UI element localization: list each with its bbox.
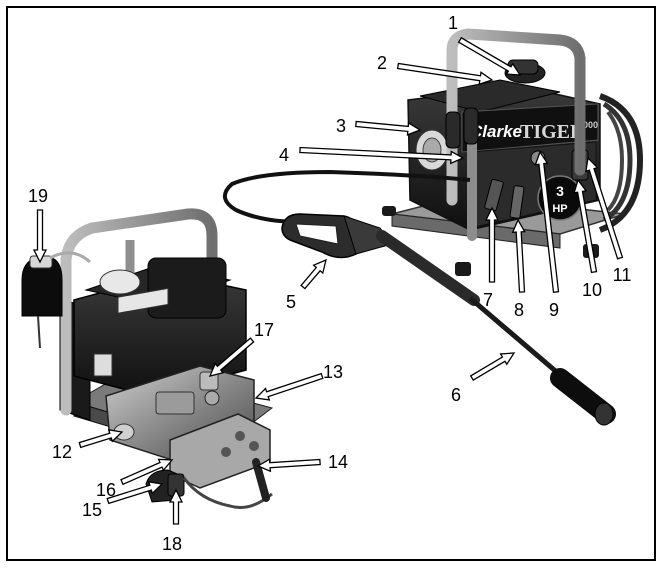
callout-label-6: 6 (451, 385, 461, 405)
callout-label-11: 11 (613, 265, 632, 285)
callout-arrow-12 (78, 428, 124, 449)
power-unit: HP (552, 203, 567, 215)
callout-label-4: 4 (279, 145, 289, 165)
callout-arrow-4 (299, 146, 465, 165)
callout-arrow-8 (511, 218, 526, 293)
callout-arrow-7 (484, 206, 500, 283)
callout-arrow-17 (208, 337, 255, 377)
callout-arrow-1 (457, 36, 522, 76)
callout-label-5: 5 (286, 292, 296, 312)
callout-label-19: 19 (28, 186, 48, 206)
callout-arrow-6 (469, 352, 516, 381)
callout-arrow-13 (254, 372, 324, 401)
callout-label-18: 18 (162, 534, 182, 554)
callout-arrow-14 (256, 458, 321, 473)
trigger-gun (281, 213, 393, 259)
callout-label-10: 10 (582, 280, 602, 300)
callout-arrow-16 (120, 458, 174, 486)
callout-label-17: 17 (254, 320, 274, 340)
callout-label-16: 16 (96, 480, 116, 500)
brand-suffix: 3000 (578, 120, 598, 130)
brand-model: TIGER (520, 121, 585, 143)
callout-label-12: 12 (52, 442, 72, 462)
callout-arrow-10 (573, 178, 598, 274)
power-value: 3 (556, 183, 564, 199)
callout-label-15: 15 (82, 500, 102, 520)
washer-front-view: Clarke TIGER 3000 3 HP (382, 28, 644, 276)
callout-arrow-19 (32, 209, 48, 264)
washer-rear-view (21, 208, 274, 509)
callout-arrow-2 (396, 62, 494, 86)
callout-label-7: 7 (483, 290, 493, 310)
callout-label-2: 2 (377, 53, 387, 73)
callout-arrow-15 (106, 481, 164, 505)
callout-label-1: 1 (448, 13, 458, 33)
callout-arrow-9 (534, 150, 560, 294)
callout-arrow-18 (168, 488, 184, 525)
high-pressure-hose (223, 169, 471, 224)
lance (376, 230, 616, 426)
callout-label-3: 3 (336, 116, 346, 136)
callout-label-8: 8 (514, 300, 524, 320)
callout-label-13: 13 (323, 362, 343, 382)
callout-arrow-5 (300, 258, 327, 290)
callout-arrow-11 (585, 156, 624, 260)
callout-arrow-3 (355, 120, 422, 136)
brand-name: Clarke (470, 122, 522, 141)
callout-label-9: 9 (549, 300, 559, 320)
callout-label-14: 14 (328, 452, 348, 472)
